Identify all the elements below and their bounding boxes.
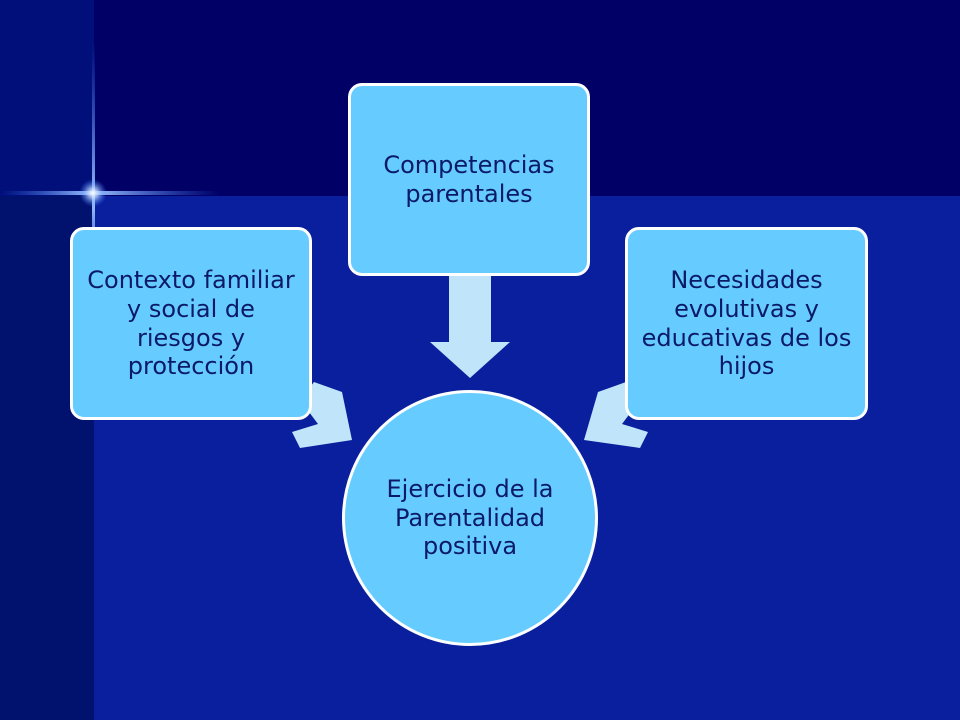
center-node-parentalidad: Ejercicio de la Parentalidad positiva	[342, 390, 598, 646]
node-necesidades-evolutivas: Necesidades evolutivas y educativas de l…	[625, 227, 868, 420]
node-contexto-familiar: Contexto familiar y social de riesgos y …	[70, 227, 312, 420]
background-band-top-left	[0, 0, 94, 196]
arrow-top-to-center	[430, 276, 510, 378]
node-competencias-parentales-label: Competencias parentales	[383, 150, 555, 208]
node-contexto-familiar-label: Contexto familiar y social de riesgos y …	[87, 265, 295, 381]
center-node-label: Ejercicio de la Parentalidad positiva	[386, 474, 554, 561]
node-competencias-parentales: Competencias parentales	[348, 83, 590, 276]
node-necesidades-evolutivas-label: Necesidades evolutivas y educativas de l…	[641, 265, 852, 381]
